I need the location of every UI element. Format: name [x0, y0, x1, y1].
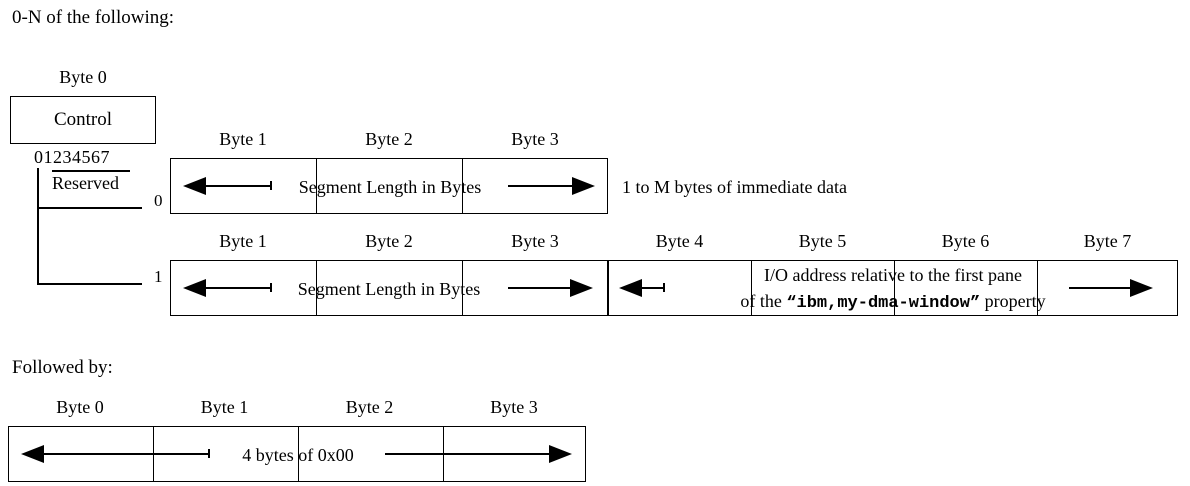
trailer-arrow-line-left	[44, 453, 209, 455]
row1-addr-arrow-tick-left	[663, 283, 665, 292]
bit0-leader-stem-lower	[37, 207, 39, 284]
trailer-cell-divider-2	[297, 427, 299, 481]
row1-seg-arrow-head-left	[183, 279, 206, 297]
row1-byte-label-1: Byte 1	[219, 231, 267, 251]
row1-address-line2: of the “ibm,my-dma-window” property	[607, 291, 1179, 314]
row1-cell-divider-4	[750, 261, 752, 315]
row1-byte-label-7: Byte 7	[1083, 231, 1132, 251]
row0-arrow-line-left	[206, 185, 271, 187]
row1-byte-label-4: Byte 4	[655, 231, 704, 251]
row0-byte-label-1: Byte 1	[219, 129, 267, 149]
trailer-byte-label-2: Byte 2	[345, 397, 394, 417]
row0-cell-divider-1	[315, 159, 317, 213]
row1-addr-arrow-line-left	[642, 287, 664, 289]
row1-address-line1: I/O address relative to the first pane	[764, 265, 1022, 285]
row1-seg-arrow-head-right	[570, 279, 593, 297]
trailer-arrow-tick-left	[208, 449, 210, 458]
control-bit-numbers: 01234567	[34, 147, 110, 167]
trailer-arrow-line-right	[385, 453, 550, 455]
row1-seg-arrow-line-left	[206, 287, 271, 289]
trailer-byte-label-0: Byte 0	[56, 397, 104, 417]
section-heading-bottom: Followed by:	[12, 357, 113, 378]
reserved-label: Reserved	[52, 173, 119, 193]
row1-address-suffix: property	[980, 291, 1046, 311]
trailer-byte-label-3: Byte 3	[490, 397, 538, 417]
control-field-box: Control	[10, 96, 156, 144]
row1-seg-arrow-tick-left	[270, 283, 272, 292]
trailer-span-text: 4 bytes of 0x00	[242, 445, 354, 465]
immediate-data-note: 1 to M bytes of immediate data	[622, 177, 847, 197]
section-heading-top: 0-N of the following:	[12, 7, 175, 28]
row0-arrow-head-left	[183, 177, 206, 195]
row1-seg-arrow-line-right	[508, 287, 571, 289]
row1-cell-divider-6	[1036, 261, 1038, 315]
row1-byte-label-3: Byte 3	[511, 231, 559, 251]
row0-byte-label-2: Byte 2	[365, 129, 413, 149]
trailer-arrow-head-right	[549, 445, 572, 463]
row1-cell-divider-5	[893, 261, 895, 315]
bit0-leader-stem-upper	[37, 168, 39, 210]
row0-segment-length-strip: Segment Length in Bytes	[170, 158, 608, 214]
trailer-byte-label-1: Byte 1	[200, 397, 249, 417]
row1-address-prefix: of the	[740, 291, 787, 311]
control-byte-label: Byte 0	[59, 67, 107, 87]
row0-span-text: Segment Length in Bytes	[298, 177, 482, 197]
row1-addr-arrow-head-left	[619, 279, 642, 297]
control-field-name: Control	[53, 109, 113, 130]
row1-addr-arrow-head-right	[1130, 279, 1153, 297]
row1-byte-label-2: Byte 2	[365, 231, 413, 251]
row1-byte-label-5: Byte 5	[798, 231, 847, 251]
row-index-0: 0	[154, 191, 163, 210]
row0-byte-label-3: Byte 3	[511, 129, 559, 149]
row1-cell-divider-2	[461, 261, 463, 315]
trailer-arrow-head-left	[21, 445, 44, 463]
row1-span-text: Segment Length in Bytes	[297, 279, 481, 299]
bit0-leader-to-row0	[37, 207, 142, 209]
trailer-strip: 4 bytes of 0x00	[8, 426, 586, 482]
row0-arrow-line-right	[508, 185, 573, 187]
row-index-1: 1	[154, 267, 163, 286]
row1-group-divider	[607, 261, 609, 315]
row1-addr-arrow-line-right	[1069, 287, 1131, 289]
row1-address-property: “ibm,my-dma-window”	[786, 294, 981, 313]
reserved-bracket-overline	[52, 170, 130, 172]
row1-cell-divider-1	[315, 261, 317, 315]
row0-arrow-head-right	[572, 177, 595, 195]
row0-arrow-tick-left	[270, 181, 272, 190]
row0-cell-divider-2	[461, 159, 463, 213]
bit0-leader-to-row1	[37, 283, 142, 285]
row1-byte-label-6: Byte 6	[941, 231, 990, 251]
row1-strip: Segment Length in Bytes I/O address rela…	[170, 260, 1178, 316]
